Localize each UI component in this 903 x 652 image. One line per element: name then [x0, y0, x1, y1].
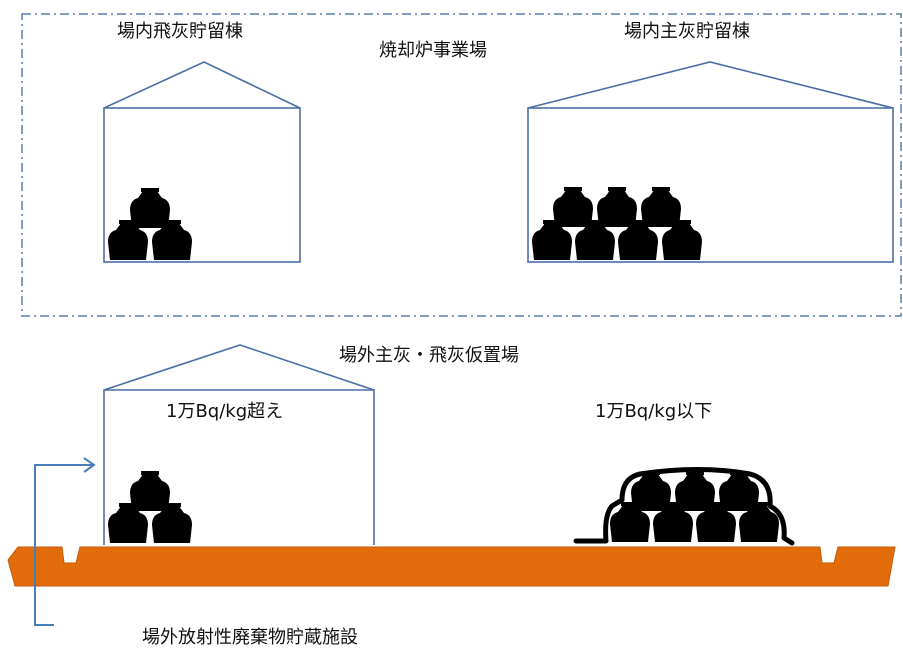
under-10k-covered-stack [573, 467, 795, 546]
offsite-temp-storage-label: 場外主灰・飛灰仮置場 [339, 345, 519, 366]
fly-ash-bag-stack [108, 188, 192, 260]
onsite-fly-ash-building-label: 場内飛灰貯留棟 [117, 21, 243, 42]
onsite-main-ash-building [527, 61, 894, 263]
incinerator-site-boundary [21, 13, 902, 317]
main-ash-bag-stack [532, 187, 702, 260]
offsite-temp-storage-building [103, 344, 375, 545]
under-10k-label: 1万Bq/kg以下 [595, 401, 713, 422]
incinerator-site-label: 焼却炉事業場 [379, 40, 487, 61]
arrow-right-icon [83, 457, 96, 473]
over-10k-label: 1万Bq/kg超え [166, 401, 284, 422]
over-10k-bag-stack [108, 471, 192, 543]
flow-arrow-line [34, 464, 92, 626]
offsite-storage-facility-label: 場外放射性廃棄物貯蔵施設 [142, 627, 358, 648]
cover-sheet [573, 467, 795, 546]
onsite-fly-ash-building [103, 61, 301, 263]
ground-slab [7, 546, 896, 587]
onsite-main-ash-building-label: 場内主灰貯留棟 [624, 21, 750, 42]
